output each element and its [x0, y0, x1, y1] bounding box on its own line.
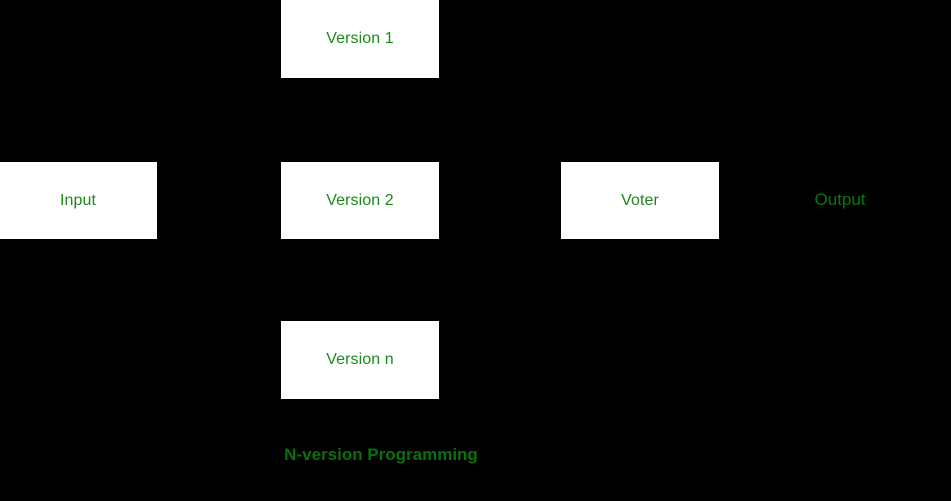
connector-version-n-to-voter	[440, 199, 560, 361]
diagram-caption: N-version Programming	[284, 445, 478, 464]
node-version-n-label: Version n	[326, 351, 394, 368]
connector-input-to-version-1	[158, 39, 280, 201]
connector-input-to-version-n	[158, 199, 280, 361]
node-version-1-label: Version 1	[326, 29, 394, 47]
label-output: Output	[814, 190, 866, 209]
node-version-n[interactable]: Version n	[280, 320, 440, 400]
node-input-label: Input	[59, 191, 97, 209]
node-voter[interactable]: Voter	[560, 161, 720, 240]
connector-version-1-to-voter	[440, 39, 560, 201]
node-version-2[interactable]: Version 2	[280, 161, 440, 240]
node-voter-label: Voter	[621, 191, 659, 209]
node-input[interactable]: Input	[0, 161, 158, 240]
node-version-2-label: Version 2	[326, 191, 394, 209]
node-version-1[interactable]: Version 1	[280, 0, 440, 79]
